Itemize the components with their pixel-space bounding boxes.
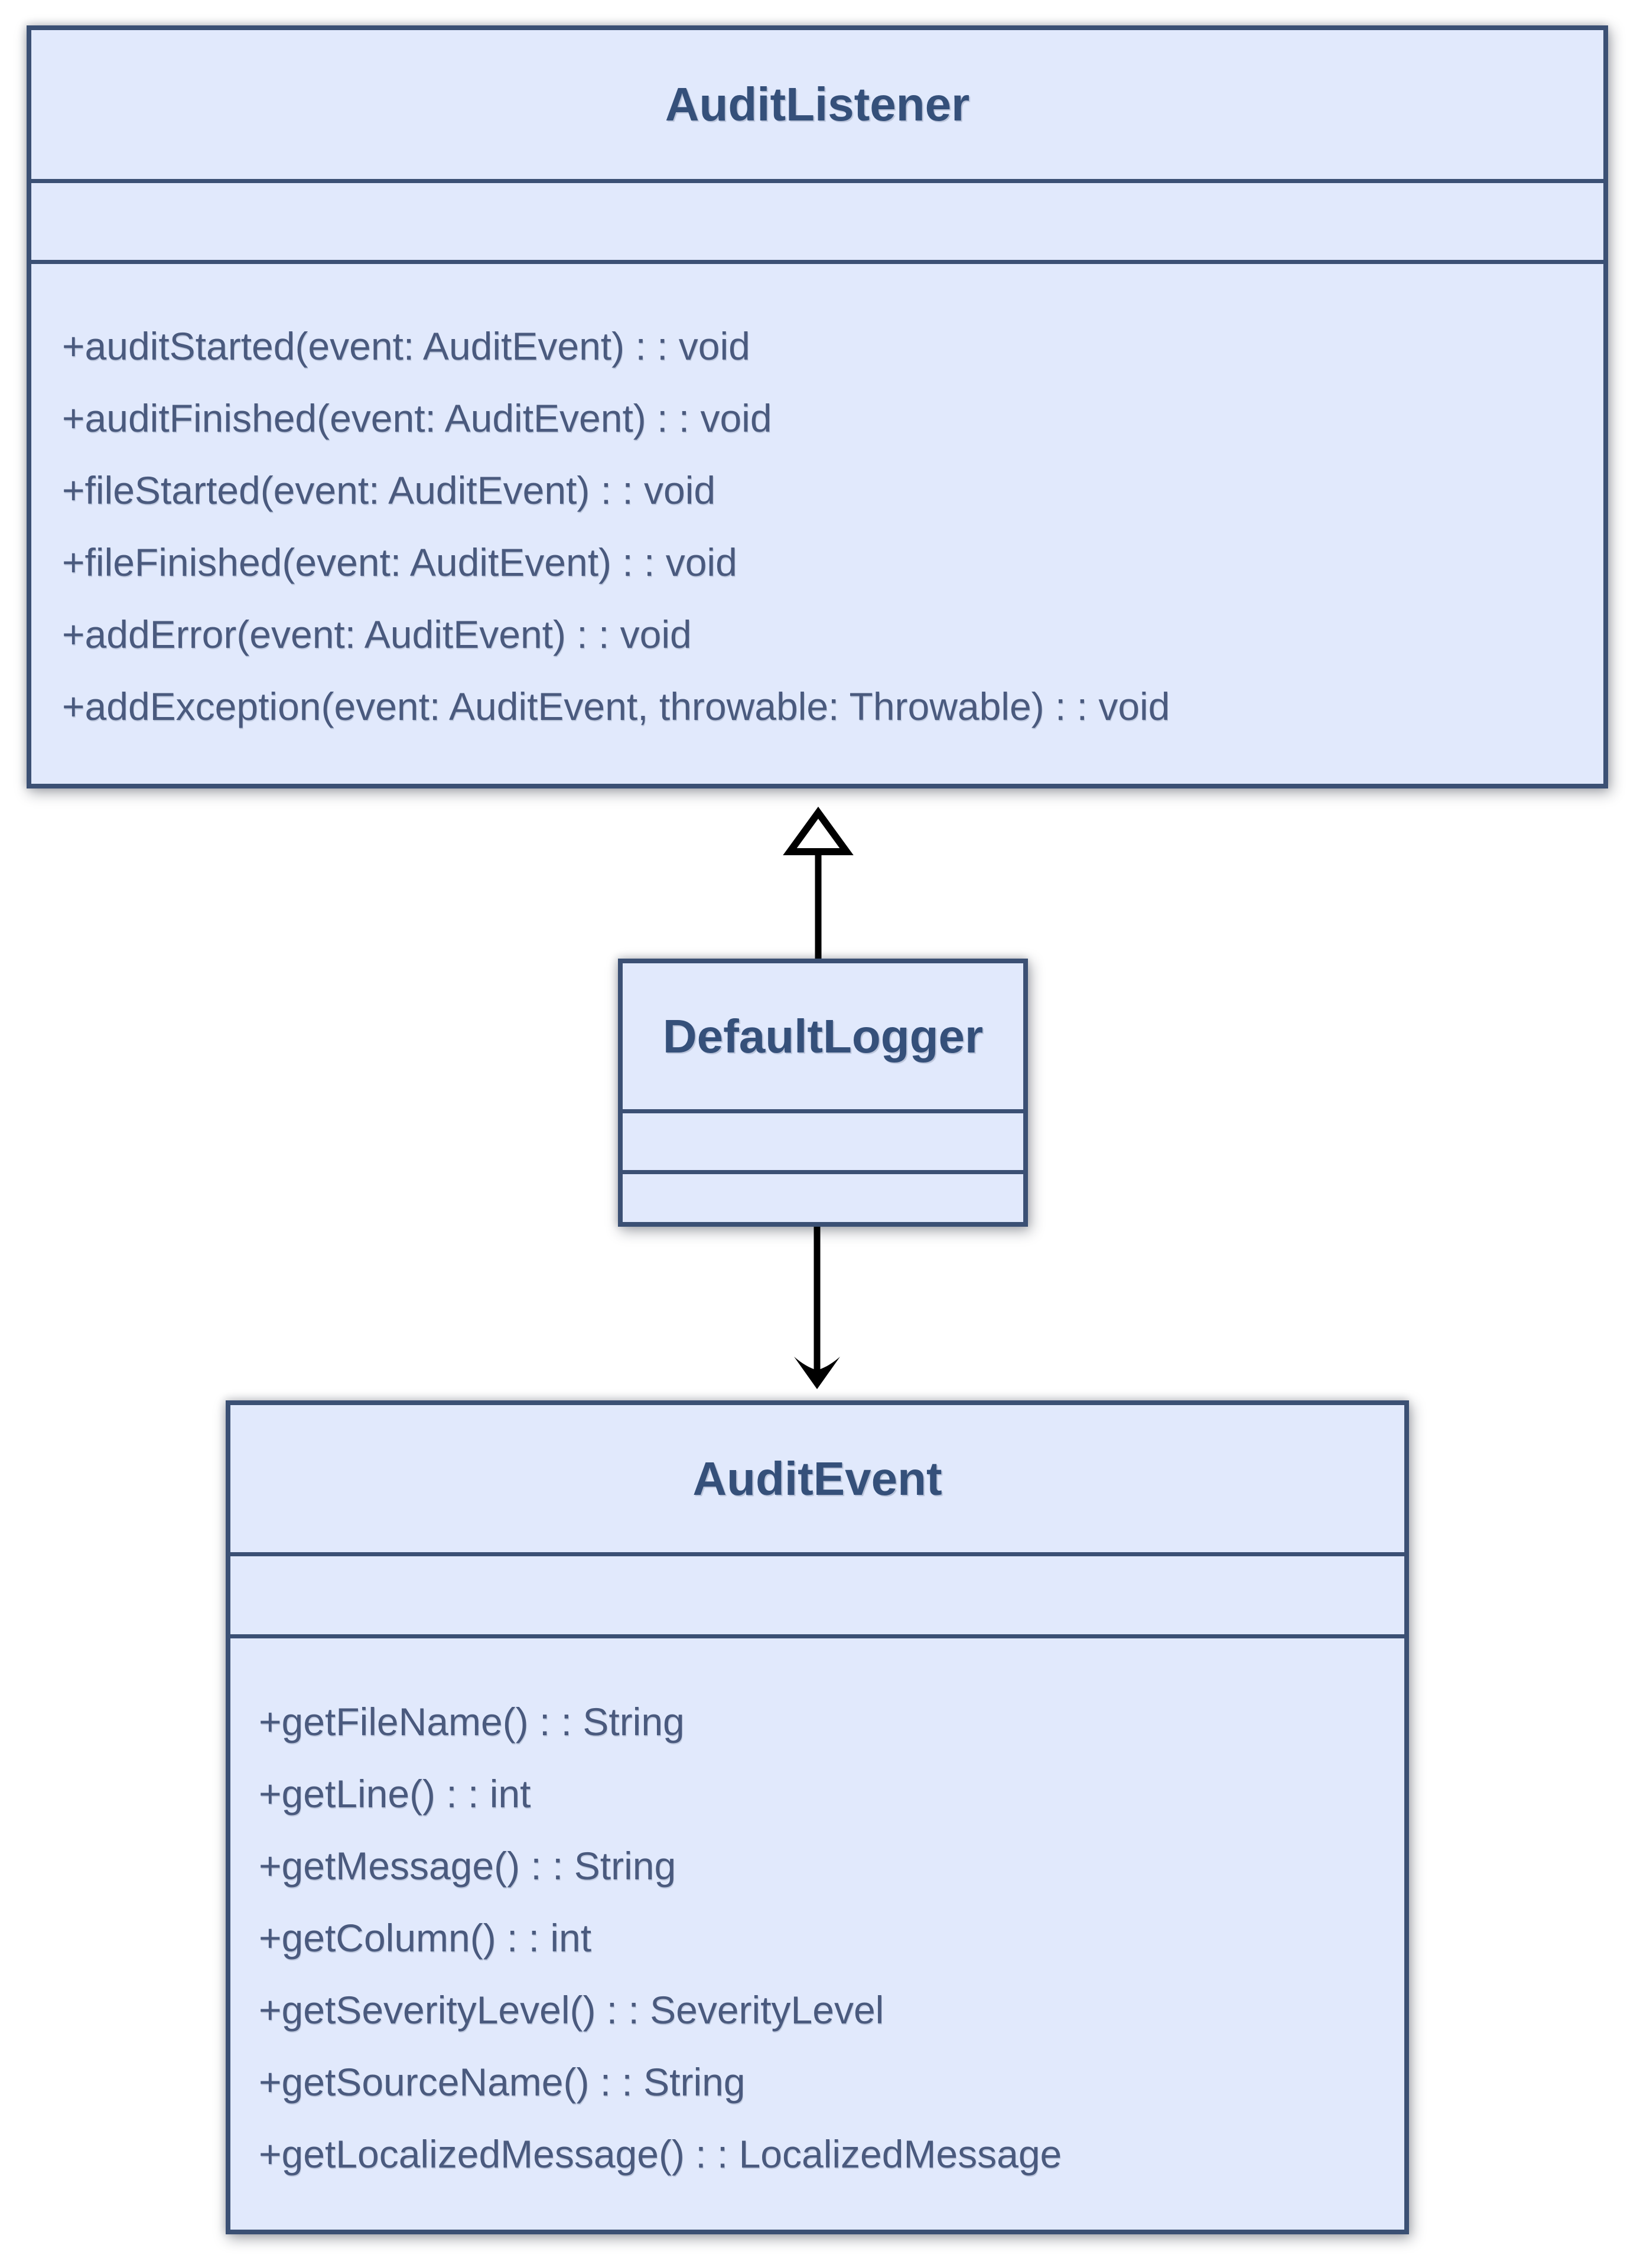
method-item: +getSourceName() : : String xyxy=(259,2060,746,2104)
method-item: +getColumn() : : int xyxy=(259,1916,592,1960)
title-compartment: DefaultLogger xyxy=(623,963,1023,1109)
hollow-triangle-arrowhead-icon xyxy=(783,806,854,855)
class-name: AuditEvent xyxy=(692,1452,942,1505)
method-item: +fileStarted(event: AuditEvent) : : void xyxy=(62,468,716,512)
attributes-compartment xyxy=(31,179,1603,260)
methods-compartment: +auditStarted(event: AuditEvent) : : voi… xyxy=(31,260,1603,784)
realization-connector xyxy=(783,806,854,959)
class-name: DefaultLogger xyxy=(662,1009,984,1063)
filled-arrowhead-icon xyxy=(794,1357,840,1389)
method-item: +getFileName() : : String xyxy=(259,1700,685,1744)
method-item: +getLine() : : int xyxy=(259,1772,531,1816)
class-box-defaultlogger: DefaultLogger xyxy=(618,959,1028,1227)
title-compartment: AuditListener xyxy=(31,30,1603,179)
method-item: +auditStarted(event: AuditEvent) : : voi… xyxy=(62,324,750,368)
method-item: +getMessage() : : String xyxy=(259,1844,676,1888)
method-item: +addError(event: AuditEvent) : : void xyxy=(62,612,692,656)
attributes-compartment xyxy=(623,1109,1023,1170)
title-compartment: AuditEvent xyxy=(230,1405,1404,1552)
method-item: +getSeverityLevel() : : SeverityLevel xyxy=(259,1988,884,2032)
methods-compartment: +getFileName() : : String +getLine() : : … xyxy=(230,1634,1404,2230)
attributes-compartment xyxy=(230,1552,1404,1634)
association-connector xyxy=(794,1227,840,1389)
methods-compartment xyxy=(623,1170,1023,1222)
class-box-auditevent: AuditEvent +getFileName() : : String+get… xyxy=(226,1400,1409,2234)
method-item: +addException(event: AuditEvent, throwab… xyxy=(62,685,1170,728)
method-item: +auditFinished(event: AuditEvent) : : vo… xyxy=(62,396,772,440)
class-box-auditlistener: AuditListener +auditStarted(event: Audit… xyxy=(27,25,1608,788)
method-item: +getLocalizedMessage() : : LocalizedMess… xyxy=(259,2132,1062,2176)
method-item: +fileFinished(event: AuditEvent) : : voi… xyxy=(62,540,737,584)
class-name: AuditListener xyxy=(665,78,970,131)
